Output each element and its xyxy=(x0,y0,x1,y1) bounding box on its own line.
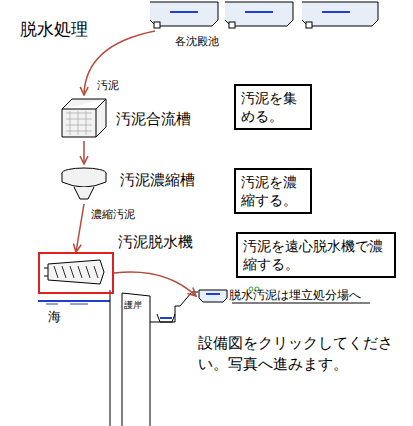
pond xyxy=(157,314,175,322)
diagram-title: 脱水処理 xyxy=(20,18,88,41)
pond-water xyxy=(160,317,172,319)
note-text: 設備図をクリックしてください。写真へ進みます。 xyxy=(198,333,403,375)
node-label: 汚泥合流槽 xyxy=(116,110,191,129)
flow-arrow xyxy=(84,31,155,95)
note-text: 汚泥を濃縮する。 xyxy=(241,173,305,209)
merge-icon xyxy=(60,97,108,139)
note-text: 汚泥を遠心脱水機で濃縮する。 xyxy=(243,237,389,273)
note-box: 汚泥を濃縮する。 xyxy=(234,168,312,214)
equipment-node: 汚泥合流槽 xyxy=(60,97,108,139)
flow-label: 汚泥 xyxy=(96,78,120,93)
flow-arrow xyxy=(83,141,85,164)
seawall xyxy=(110,290,150,426)
sea-surface xyxy=(38,300,110,302)
flow-label: 濃縮汚泥 xyxy=(90,207,136,222)
note-text: 汚泥を集める。 xyxy=(241,89,305,125)
small-icon xyxy=(198,290,228,302)
note-box: 汚泥を集める。 xyxy=(234,84,312,130)
node-label: 脱水汚泥は埋立処分場へ xyxy=(229,287,361,304)
sea-label: 海 xyxy=(48,308,61,326)
seawall-label: 護岸 xyxy=(124,299,142,312)
cent-icon xyxy=(40,254,112,292)
node-label: 各沈殿池 xyxy=(175,34,219,49)
note-box: 汚泥を遠心脱水機で濃縮する。 xyxy=(236,232,396,278)
flow-arrow xyxy=(114,272,196,296)
equipment-node: 汚泥脱水機 xyxy=(40,254,112,292)
equipment-node: 各沈殿池 xyxy=(150,0,380,30)
equipment-node: 汚泥濃縮槽 xyxy=(60,166,108,202)
flow-arrow xyxy=(76,204,84,252)
node-label: 汚泥脱水機 xyxy=(118,233,193,252)
node-label: 汚泥濃縮槽 xyxy=(120,171,195,190)
equipment-node: 脱水汚泥は埋立処分場へ xyxy=(198,290,228,302)
sea-ripple xyxy=(46,304,88,305)
thick-icon xyxy=(60,166,108,202)
ground-line xyxy=(150,292,198,322)
seawall-top xyxy=(122,293,150,296)
tanks-icon xyxy=(150,0,380,30)
ground-line xyxy=(232,303,370,304)
